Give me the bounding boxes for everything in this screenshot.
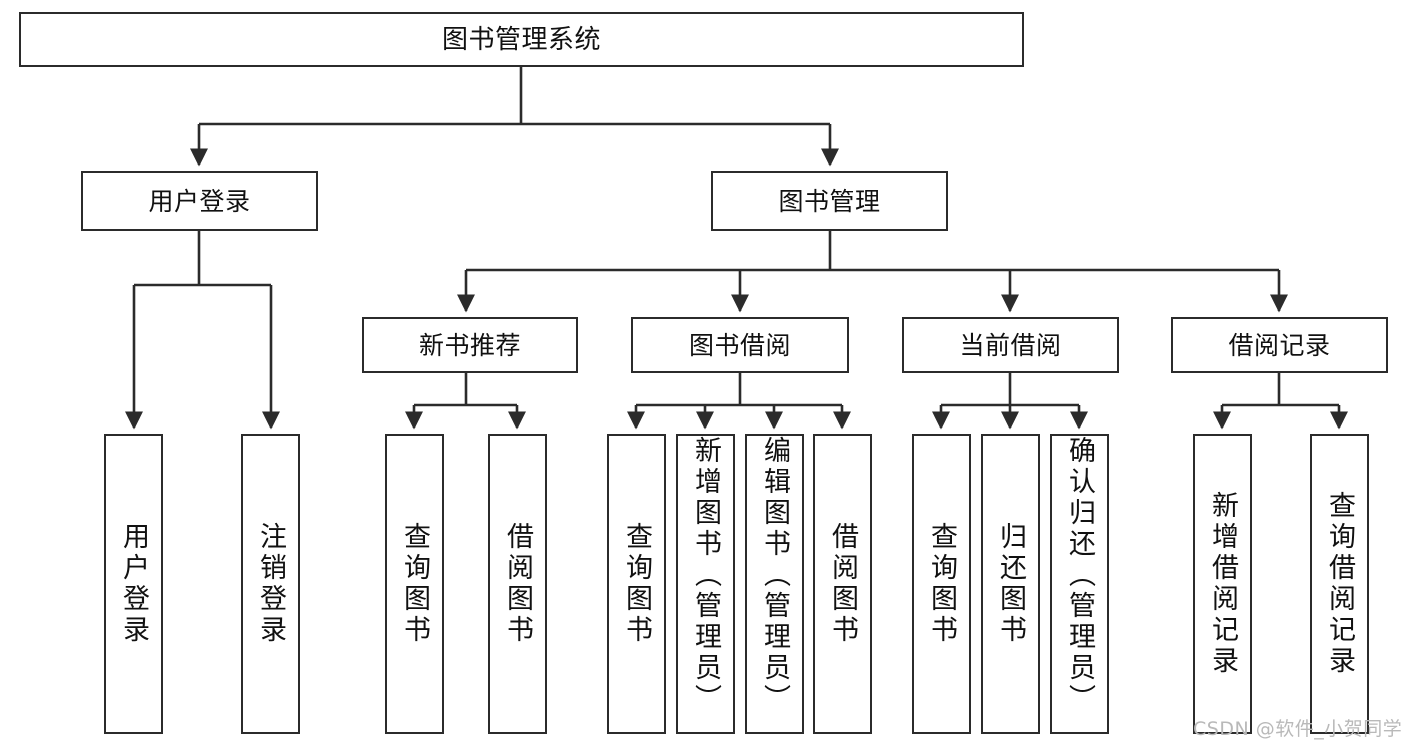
node-leaf-confirm-return-admin[interactable]: 确认归还（管理员） xyxy=(1050,434,1109,734)
node-book-management-label: 图书管理 xyxy=(778,186,881,216)
node-leaf-query-book-1-label: 查询图书 xyxy=(399,522,430,646)
node-leaf-logout[interactable]: 注销登录 xyxy=(241,434,300,734)
node-leaf-add-book-admin-label: 新增图书（管理员） xyxy=(690,436,721,715)
node-current-borrow[interactable]: 当前借阅 xyxy=(902,317,1119,373)
node-leaf-edit-book-admin-label: 编辑图书（管理员） xyxy=(759,436,790,715)
node-leaf-return-book[interactable]: 归还图书 xyxy=(981,434,1040,734)
node-leaf-add-book-admin[interactable]: 新增图书（管理员） xyxy=(676,434,735,734)
node-leaf-borrow-book-1-label: 借阅图书 xyxy=(502,522,533,646)
node-new-book-recommend-label: 新书推荐 xyxy=(418,330,521,360)
node-book-management[interactable]: 图书管理 xyxy=(711,171,948,231)
csdn-watermark: CSDN @软件_小贺同学 xyxy=(1193,718,1403,740)
node-root[interactable]: 图书管理系统 xyxy=(19,12,1024,67)
node-root-label: 图书管理系统 xyxy=(441,24,601,55)
node-book-borrow[interactable]: 图书借阅 xyxy=(631,317,849,373)
node-leaf-user-login-label: 用户登录 xyxy=(118,522,149,646)
node-leaf-query-book-2[interactable]: 查询图书 xyxy=(607,434,666,734)
node-leaf-logout-label: 注销登录 xyxy=(255,522,286,646)
node-new-book-recommend[interactable]: 新书推荐 xyxy=(362,317,578,373)
node-leaf-query-book-3-label: 查询图书 xyxy=(926,522,957,646)
node-leaf-edit-book-admin[interactable]: 编辑图书（管理员） xyxy=(745,434,804,734)
node-leaf-borrow-book-1[interactable]: 借阅图书 xyxy=(488,434,547,734)
node-leaf-add-borrow-record-label: 新增借阅记录 xyxy=(1207,491,1238,677)
node-borrow-record-label: 借阅记录 xyxy=(1228,330,1331,360)
node-leaf-user-login[interactable]: 用户登录 xyxy=(104,434,163,734)
node-leaf-add-borrow-record[interactable]: 新增借阅记录 xyxy=(1193,434,1252,734)
node-leaf-query-book-3[interactable]: 查询图书 xyxy=(912,434,971,734)
node-user-login-label: 用户登录 xyxy=(148,186,251,216)
node-leaf-borrow-book-2[interactable]: 借阅图书 xyxy=(813,434,872,734)
node-user-login[interactable]: 用户登录 xyxy=(81,171,318,231)
node-book-borrow-label: 图书借阅 xyxy=(688,330,791,360)
node-leaf-query-borrow-record[interactable]: 查询借阅记录 xyxy=(1310,434,1369,734)
node-leaf-query-borrow-record-label: 查询借阅记录 xyxy=(1324,491,1355,677)
node-leaf-borrow-book-2-label: 借阅图书 xyxy=(827,522,858,646)
node-leaf-return-book-label: 归还图书 xyxy=(995,522,1026,646)
node-current-borrow-label: 当前借阅 xyxy=(959,330,1062,360)
node-leaf-confirm-return-admin-label: 确认归还（管理员） xyxy=(1064,436,1095,715)
node-leaf-query-book-2-label: 查询图书 xyxy=(621,522,652,646)
node-borrow-record[interactable]: 借阅记录 xyxy=(1171,317,1388,373)
node-leaf-query-book-1[interactable]: 查询图书 xyxy=(385,434,444,734)
